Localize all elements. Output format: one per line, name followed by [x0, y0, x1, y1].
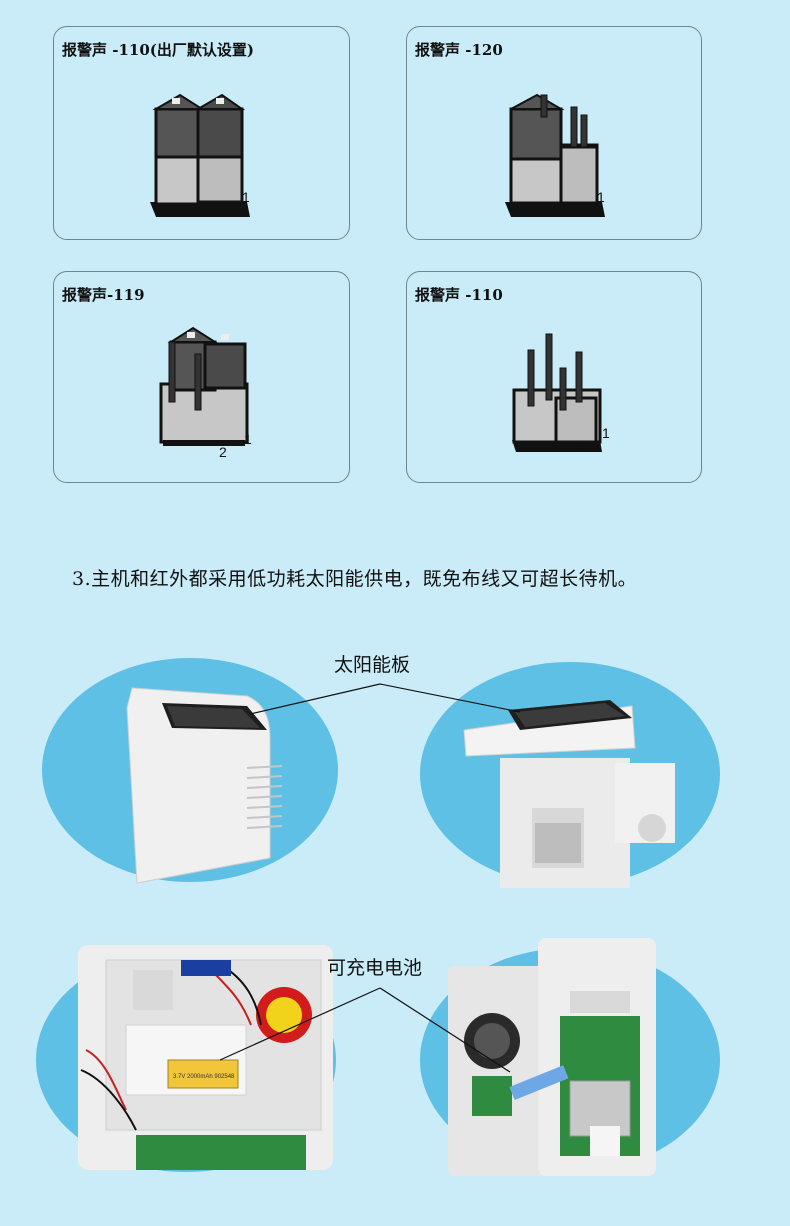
jumper-diagram: 1 2: [512, 333, 610, 455]
solar-panel-callout: 太阳能板: [334, 654, 411, 676]
pin-label-2: 2: [571, 204, 579, 220]
battery-callout: 可充电电池: [327, 957, 423, 979]
jumper-card-1: 报警声 -110(出厂默认设置) 1 2: [53, 26, 350, 240]
pin-label-1: 1: [244, 431, 252, 447]
battery-label: 3.7V 2000mAh 902548: [173, 1074, 235, 1080]
pin-label-2: 2: [576, 439, 584, 455]
jumper-card-3: 报警声-119 1 2: [53, 271, 350, 483]
jumper-diagram: 1 2: [150, 93, 250, 220]
jumper-card-4: 报警声 -110 1 2: [406, 271, 702, 483]
jumper-card-title: 报警声-119: [62, 286, 145, 304]
pin-label-2: 2: [214, 204, 222, 220]
jumper-card-2: 报警声 -120 1 2: [406, 26, 702, 240]
pin-label-1: 1: [242, 189, 250, 205]
solar-siren-photo: [42, 658, 338, 884]
jumper-card-title: 报警声 -110: [415, 286, 503, 304]
jumper-diagram: 1 2: [505, 93, 605, 220]
pin-label-1: 1: [597, 189, 605, 205]
solar-pir-photo: [420, 662, 720, 888]
solar-callout-lines: [249, 683, 521, 715]
pin-label-1: 1: [602, 425, 610, 441]
jumper-diagram: 1 2: [159, 326, 252, 460]
section-description: 3.主机和红外都采用低功耗太阳能供电，既免布线又可超长待机。: [72, 568, 638, 590]
jumper-card-title: 报警声 -110(出厂默认设置): [62, 41, 254, 59]
pin-label-2: 2: [219, 444, 227, 460]
siren-battery-photo: 3.7V 2000mAh 902548: [36, 945, 336, 1172]
battery-callout-lines: [219, 987, 511, 1073]
jumper-card-title: 报警声 -120: [415, 41, 503, 59]
pir-battery-photo: [420, 938, 720, 1176]
